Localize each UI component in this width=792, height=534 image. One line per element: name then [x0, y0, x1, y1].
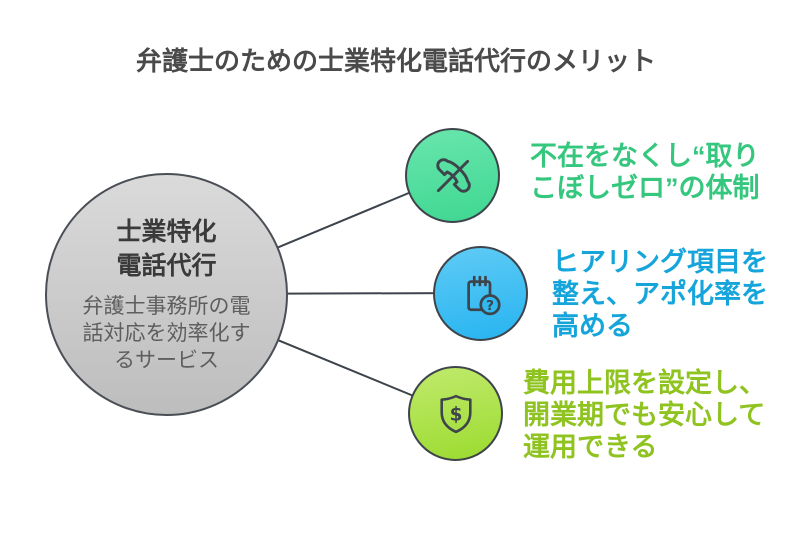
center-subtitle-line: 話対応を効率化す [82, 322, 251, 345]
branch-circle-cost: $ [408, 366, 503, 461]
branch-label-1: 不在をなくし“取り こぼしゼロ”の体制 [530, 140, 760, 204]
branch-label-line: 高める [552, 311, 633, 341]
center-subtitle-line: 弁護士事務所の電 [82, 295, 251, 318]
phone-off-icon [435, 157, 471, 193]
svg-text:?: ? [486, 297, 494, 313]
branch-label-line: ヒアリング項目を [552, 247, 768, 277]
branch-label-line: 費用上限を設定し、 [523, 368, 766, 398]
branch-label-2: ヒアリング項目を 整え、アポ化率を 高める [552, 246, 768, 342]
branch-circle-missed-call [405, 128, 500, 223]
branch-label-line: 整え、アポ化率を [552, 279, 768, 309]
shield-dollar-icon: $ [439, 394, 472, 433]
page-title: 弁護士のための士業特化電話代行のメリット [135, 46, 656, 76]
branch-label-line: 運用できる [523, 432, 658, 462]
center-subtitle-line: るサービス [114, 349, 219, 372]
branch-label-line: 開業期でも安心して [523, 400, 766, 430]
center-heading-line: 電話代行 [116, 252, 217, 280]
branch-label-line: こぼしゼロ”の体制 [530, 173, 760, 203]
branch-label-line: 不在をなくし“取り [530, 141, 760, 171]
center-node-subtitle: 弁護士事務所の電 話対応を効率化す るサービス [83, 293, 251, 374]
center-node: 士業特化 電話代行 弁護士事務所の電 話対応を効率化す るサービス [45, 173, 288, 416]
svg-text:$: $ [449, 404, 462, 425]
branch-circle-hearing: ? [433, 246, 528, 341]
center-heading-line: 士業特化 [116, 218, 217, 246]
branch-label-3: 費用上限を設定し、 開業期でも安心して 運用できる [523, 367, 766, 463]
notepad-question-icon: ? [466, 275, 501, 315]
center-node-heading: 士業特化 電話代行 [116, 215, 216, 283]
